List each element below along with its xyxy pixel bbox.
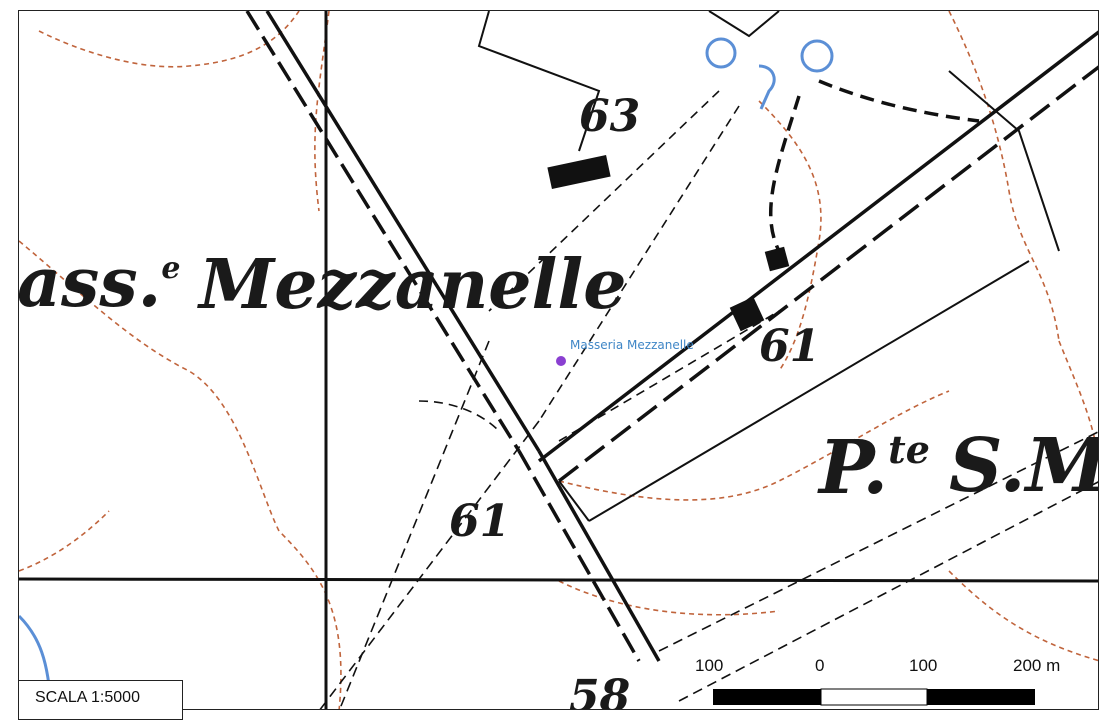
svg-text:ass.e: ass.e	[19, 243, 180, 323]
point-name-text: S.M	[949, 423, 1099, 509]
point-prefix-text: P.	[817, 425, 888, 511]
locality-prefix-text: ass.	[19, 243, 161, 323]
map-canvas[interactable]: ass.e Mezzanelle P.te S.M 63 61 61 58 Ma…	[19, 11, 1099, 710]
elevation-label: 63	[579, 91, 640, 142]
poi-label: Masseria Mezzanelle	[570, 338, 694, 352]
scale-bar: 100 0 100 200 m	[695, 656, 1060, 706]
map-frame[interactable]: ass.e Mezzanelle P.te S.M 63 61 61 58 Ma…	[18, 10, 1099, 710]
elevation-label: 61	[449, 496, 510, 547]
poi-marker[interactable]	[556, 356, 566, 366]
map-text: ass.e Mezzanelle P.te S.M 63 61 61 58 Ma…	[19, 91, 1099, 710]
locality-prefix-sup: e	[161, 251, 180, 286]
svg-text:P.te: P.te	[817, 425, 930, 511]
scale-tick-label: 0	[815, 656, 824, 675]
point-prefix-sup: te	[888, 427, 930, 472]
buildings	[547, 155, 790, 332]
scale-tick-label: 100	[909, 656, 937, 675]
scale-ratio-label: SCALA 1:5000	[35, 689, 140, 706]
water-features	[19, 37, 834, 709]
scale-segment-black	[713, 689, 821, 705]
scale-ratio-box: SCALA 1:5000	[18, 680, 183, 720]
scale-segment-black	[927, 689, 1035, 705]
elevation-label: 58	[569, 671, 630, 710]
scale-segment-white	[820, 688, 928, 706]
scale-tick-label: 200 m	[1013, 656, 1060, 675]
locality-name-text: Mezzanelle	[197, 245, 626, 325]
scale-tick-label: 100	[695, 656, 723, 675]
elevation-label: 61	[759, 321, 820, 372]
road-network	[19, 11, 1098, 709]
